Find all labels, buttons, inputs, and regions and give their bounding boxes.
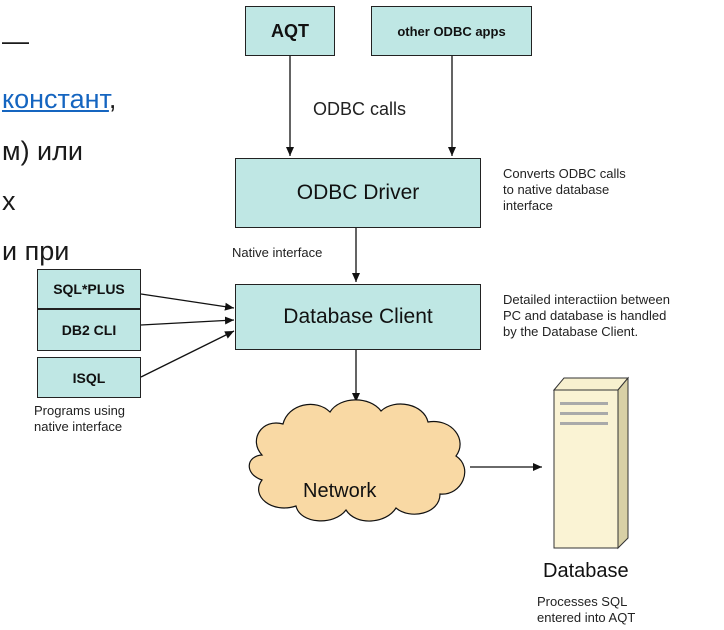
slide-text-line-4: х <box>2 186 16 216</box>
aqt-box: AQT <box>245 6 335 56</box>
isql-box: ISQL <box>37 357 141 398</box>
native-interface-label: Native interface <box>232 245 323 260</box>
slide-comma: , <box>108 84 117 114</box>
db2cli-box: DB2 CLI <box>37 309 141 351</box>
detailed-note-line-2: PC and database is handled <box>503 308 667 323</box>
detailed-note: Detailed interactiion between PC and dat… <box>503 292 670 340</box>
other-odbc-apps-box: other ODBC apps <box>371 6 532 56</box>
arrow-isql-to-client <box>140 330 235 378</box>
network-cloud-icon <box>248 399 466 522</box>
odbc-driver-box: ODBC Driver <box>235 158 481 228</box>
converts-note: Converts ODBC calls to native database i… <box>503 166 626 214</box>
slide-text-line-2: констант, <box>2 86 116 113</box>
programs-note-line-1: Programs using <box>34 403 126 418</box>
programs-note: Programs using native interface <box>34 403 125 435</box>
slide-text-line-5: и при <box>2 236 70 266</box>
programs-note-line-2: native interface <box>34 419 123 434</box>
converts-note-line-3: interface <box>503 198 553 213</box>
database-server-icon <box>552 376 630 550</box>
detailed-note-line-3: by the Database Client. <box>503 324 639 339</box>
converts-note-line-1: Converts ODBC calls <box>503 166 626 181</box>
sqlplus-box: SQL*PLUS <box>37 269 141 309</box>
arrow-db2cli-to-client <box>140 316 235 326</box>
database-label: Database <box>543 560 629 582</box>
processes-note-line-1: Processes SQL <box>537 594 628 609</box>
arrow-sqlplus-to-client <box>140 293 235 311</box>
processes-note-line-2: entered into AQT <box>537 610 636 625</box>
converts-note-line-2: to native database <box>503 182 610 197</box>
detailed-note-line-1: Detailed interactiion between <box>503 292 670 307</box>
slide-text-line-3: м) или <box>2 136 83 166</box>
slide-link-constant[interactable]: констант <box>2 84 109 114</box>
network-label: Network <box>303 480 377 502</box>
odbc-calls-label: ODBC calls <box>313 99 407 119</box>
processes-note: Processes SQL entered into AQT <box>537 594 635 626</box>
database-client-box: Database Client <box>235 284 481 350</box>
slide-text-line-1: — <box>2 26 29 56</box>
